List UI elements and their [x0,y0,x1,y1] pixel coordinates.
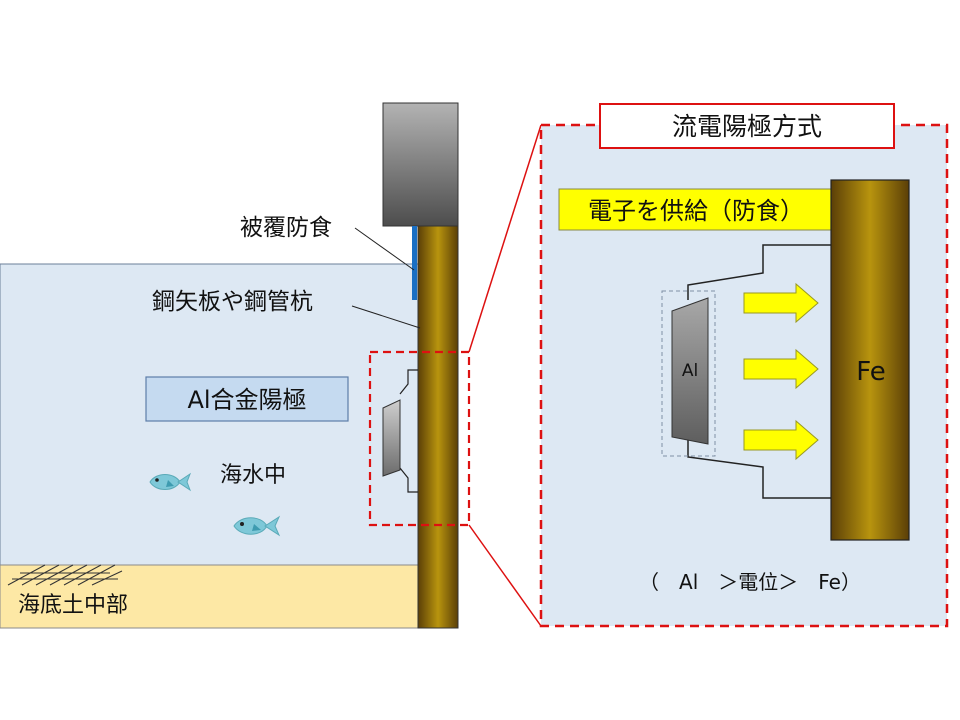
coating-leader [354,227,415,271]
arrow-right-icon [743,282,819,324]
pile-leader [351,305,421,329]
supply-label: 電子を供給（防食） [588,197,804,225]
seabed-hatch [7,564,123,586]
anode-outline [661,290,716,457]
coating-label: 被覆防食 [240,215,332,241]
arrow-right-icon [743,348,819,390]
anode-wire-bottom [687,440,831,499]
small-anode [382,399,401,477]
anode-wire-top [687,244,831,300]
fe-pile [830,179,910,541]
zoom-selection-box [368,350,471,527]
seawater-label: 海水中 [220,463,286,488]
fe-label: Fe [856,357,886,387]
zoom-connector-bottom [468,524,542,627]
detail-title-box [599,103,895,149]
zoom-connector-top [468,124,542,353]
big-anode [671,297,709,445]
anode-label-box [145,376,349,422]
al-label: Al [682,361,698,381]
pile-cap [382,102,459,227]
fish-icon [149,472,192,492]
seabed-label: 海底土中部 [18,593,128,618]
fish-icon [233,515,281,537]
detail-title: 流電陽極方式 [672,112,822,141]
pile-label: 鋼矢板や鋼管杭 [152,289,313,315]
anode-label: Al合金陽極 [187,386,306,414]
steel-pile [417,225,459,629]
coating-strip [412,226,417,300]
arrow-right-icon [743,419,819,461]
seabed-area [0,564,421,629]
small-anode-wire [399,369,418,493]
supply-label-box [558,188,834,231]
potential-label: （ Al ＞電位＞ Fe） [639,570,861,594]
